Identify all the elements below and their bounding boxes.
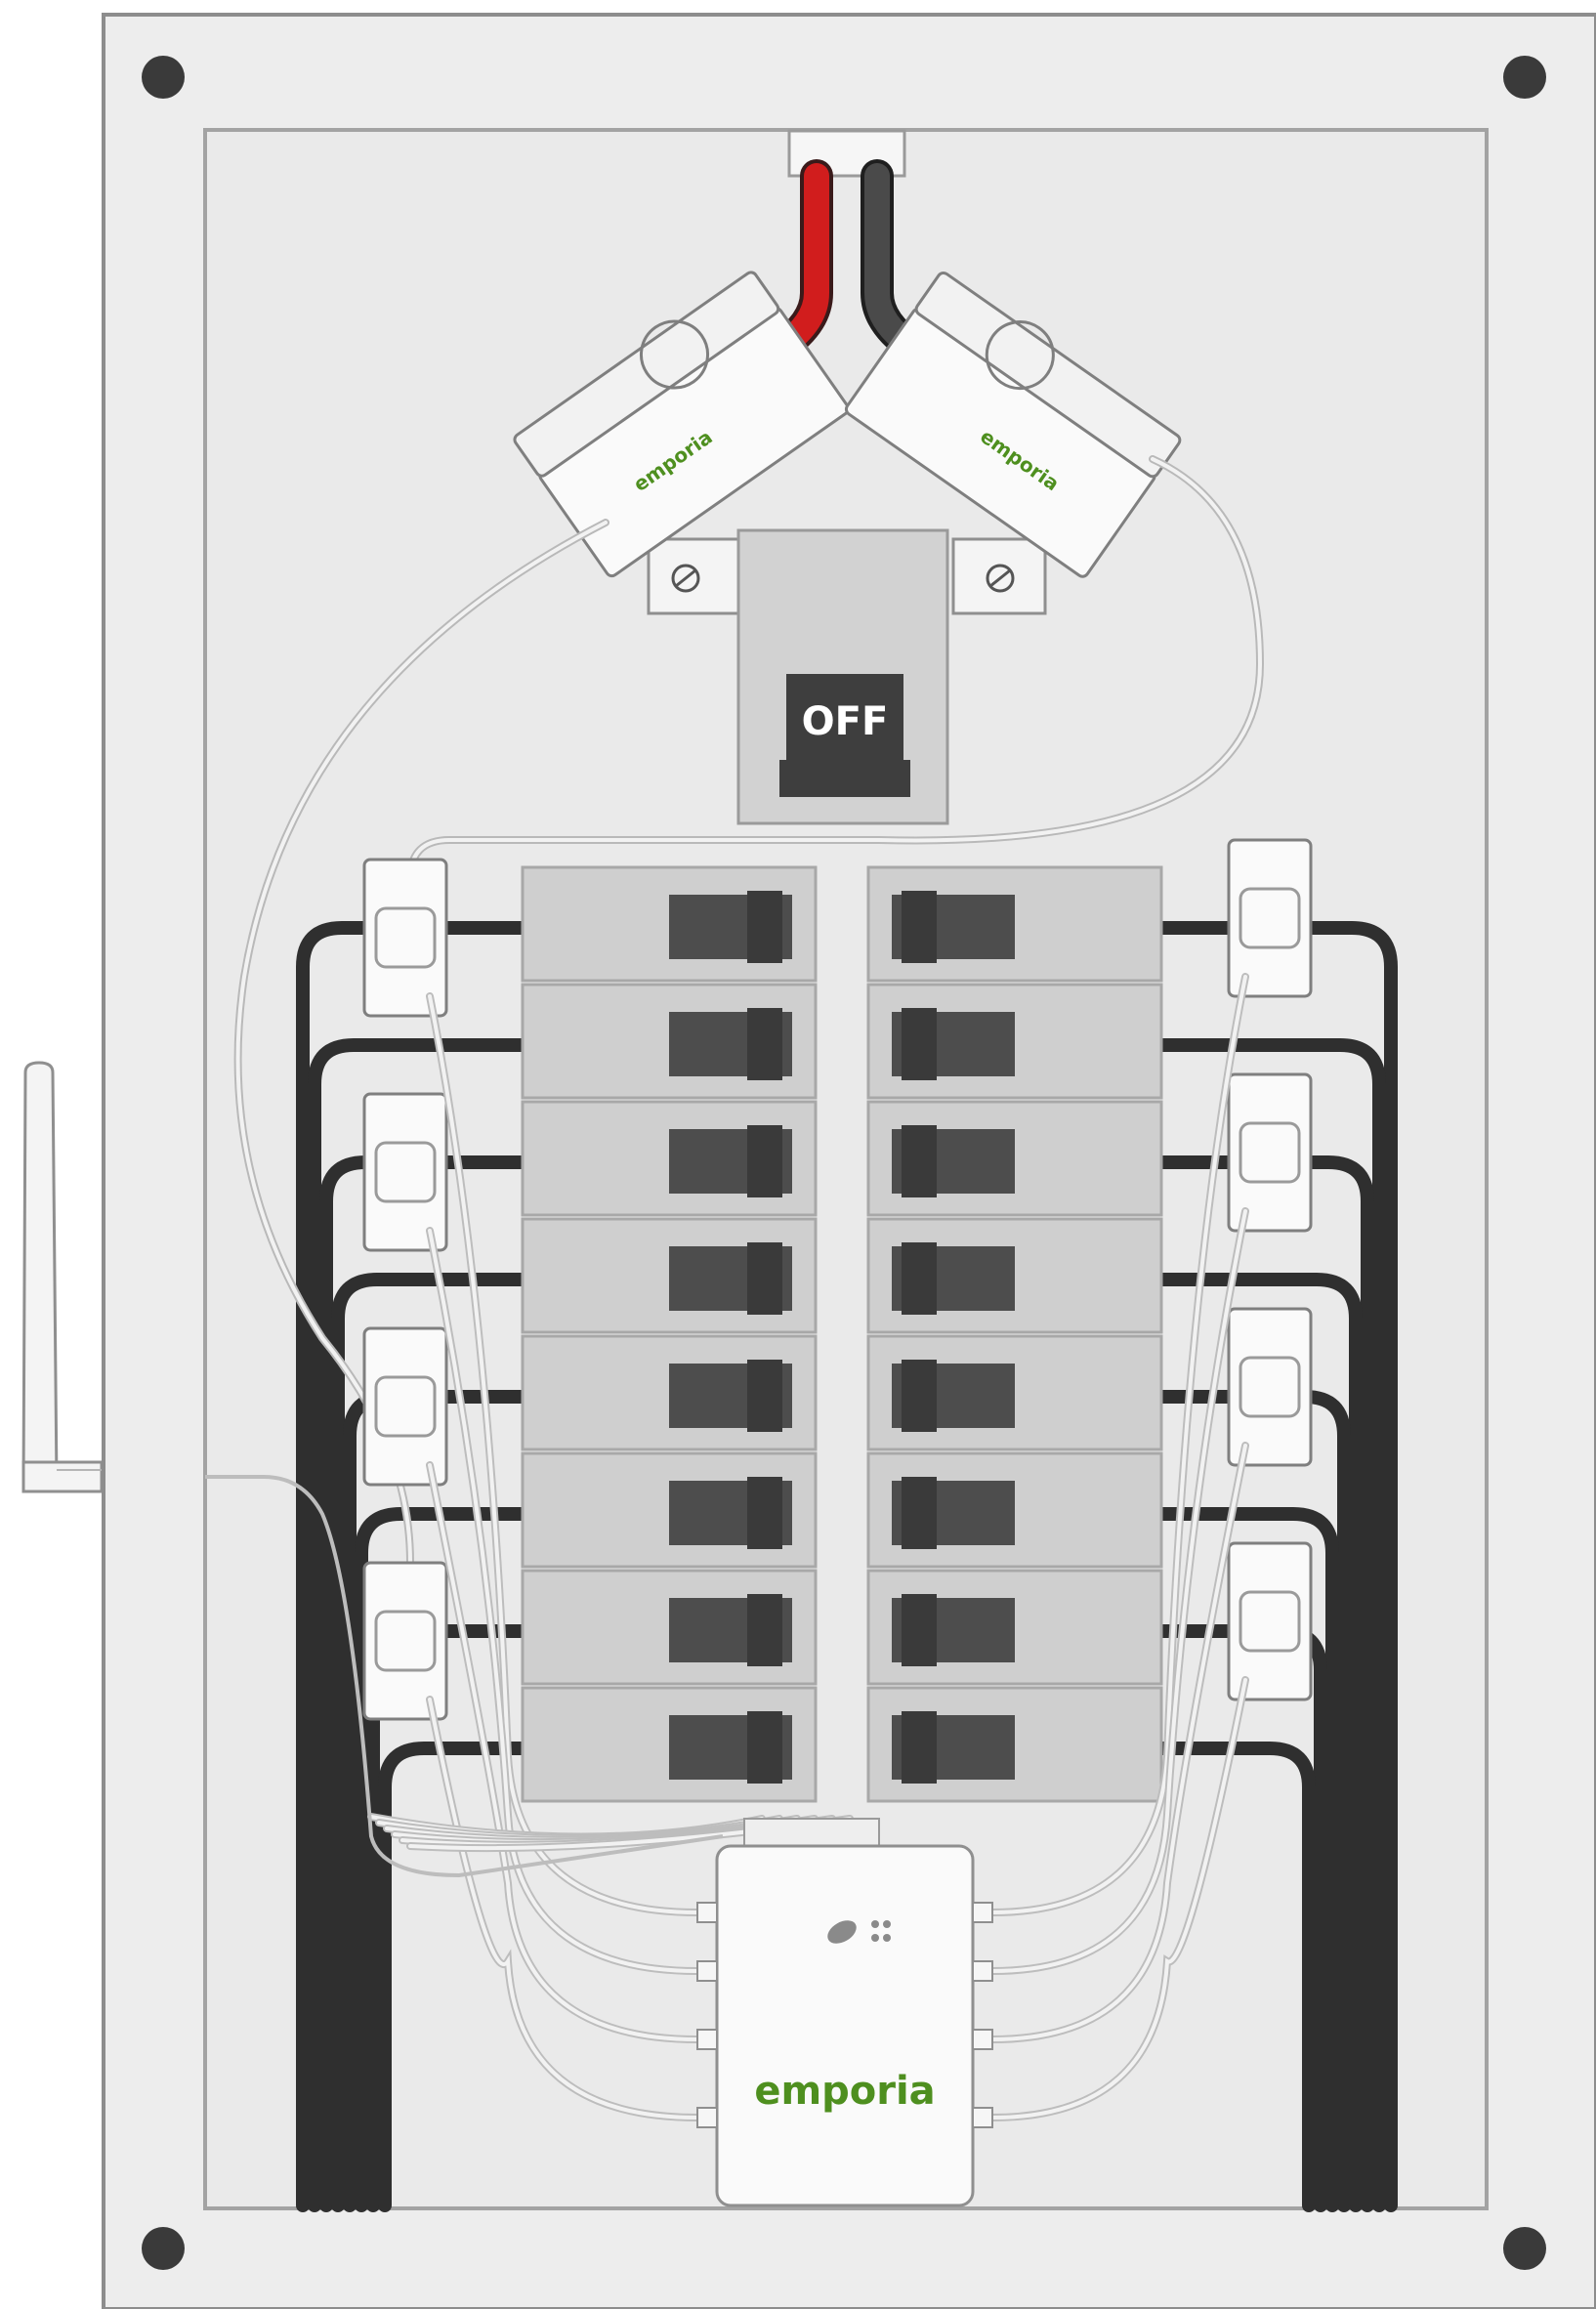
breaker [866, 1217, 1163, 1334]
breaker [521, 983, 818, 1100]
branch-wires-right [1155, 921, 1398, 2212]
branch-ct [1227, 1541, 1313, 1701]
branch-ct [362, 1561, 448, 1721]
branch-ct [362, 1092, 448, 1252]
lug-plates [647, 537, 1047, 615]
breaker [521, 865, 818, 983]
screw-icon [142, 56, 1546, 2270]
breaker [866, 1569, 1163, 1686]
monitor-ports [696, 1902, 993, 2128]
breaker [866, 865, 1163, 983]
breaker [866, 1451, 1163, 1569]
breaker [521, 1217, 818, 1334]
screw-icon [671, 564, 1015, 593]
main-breaker: OFF [736, 528, 949, 825]
wifi-indicator-icon [827, 1920, 891, 1944]
breaker [866, 1686, 1163, 1803]
antenna-cable [205, 1475, 724, 1878]
monitor-brand-label: emporia [754, 2069, 935, 2114]
breaker-column-left [521, 865, 818, 1803]
branch-ct [1227, 838, 1313, 998]
main-breaker-handle [786, 674, 903, 762]
main-ct-left: emporia [513, 271, 850, 578]
breaker [521, 1100, 818, 1217]
energy-monitor: emporia [696, 1818, 993, 2207]
branch-ct [362, 858, 448, 1018]
breaker [521, 1451, 818, 1569]
breaker [866, 983, 1163, 1100]
breaker [866, 1334, 1163, 1451]
breaker [866, 1100, 1163, 1217]
branch-sensor-leads [367, 973, 1249, 2121]
branch-ct [1227, 1072, 1313, 1233]
main-ct-right: emporia [844, 271, 1182, 578]
branch-current-sensors [362, 838, 1313, 1721]
main-breaker-state-label: OFF [802, 699, 889, 744]
antenna-icon [21, 1061, 104, 1493]
breaker [521, 1334, 818, 1451]
breaker [521, 1686, 818, 1803]
breaker-column-right [866, 865, 1163, 1803]
branch-ct [1227, 1307, 1313, 1467]
breaker [521, 1569, 818, 1686]
branch-ct [362, 1326, 448, 1487]
